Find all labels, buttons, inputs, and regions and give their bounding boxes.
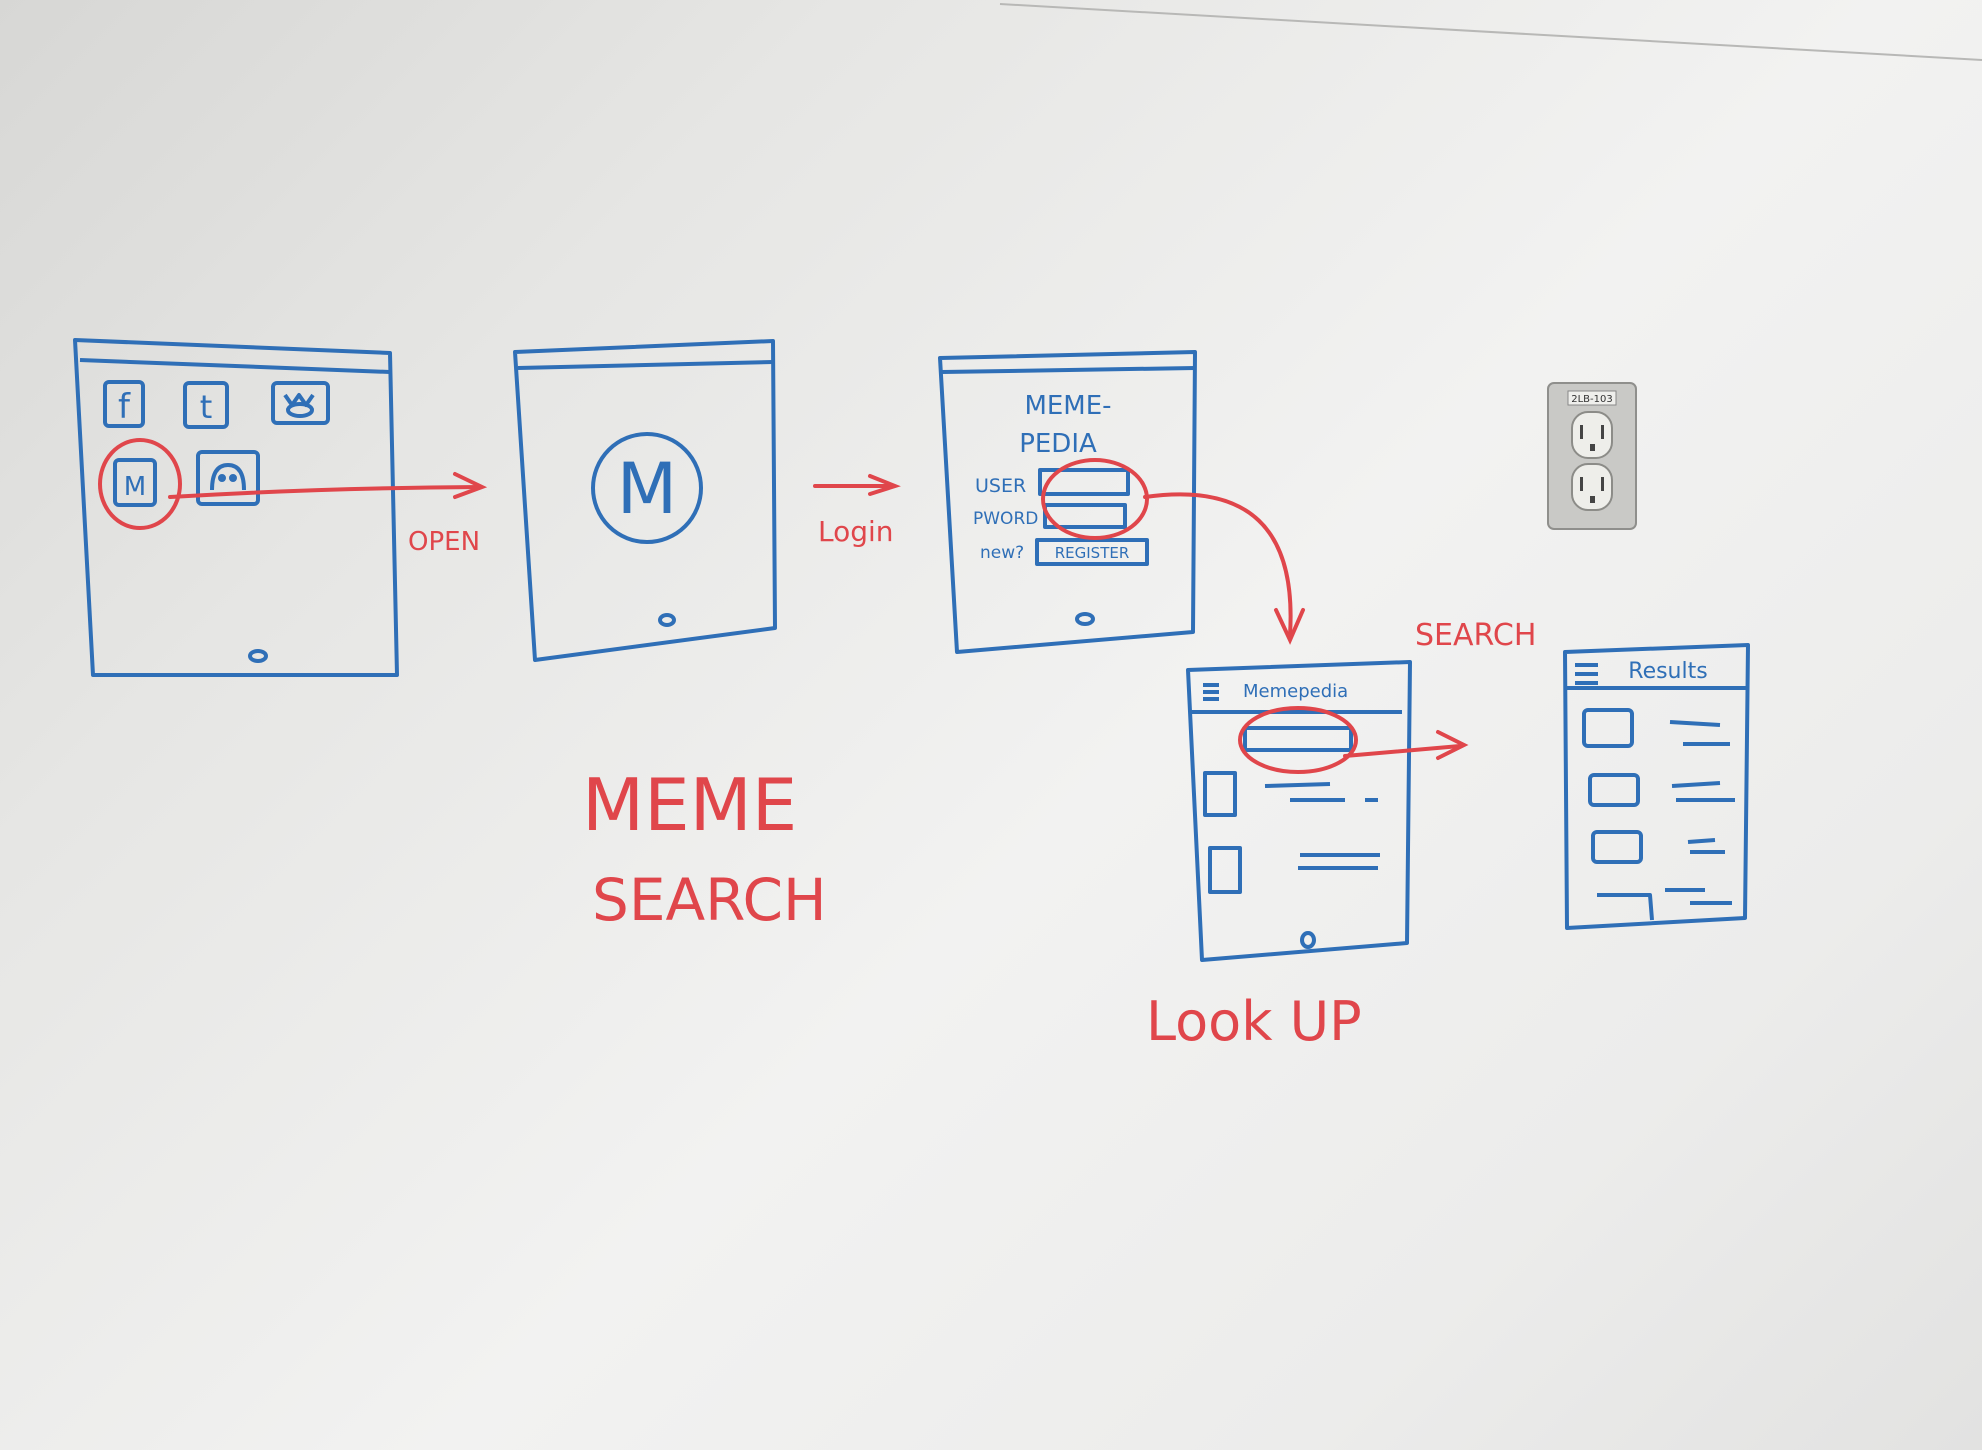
splash-logo-letter: M	[617, 448, 677, 530]
memepedia-app-icon	[113, 458, 157, 507]
login-arrow	[813, 474, 901, 496]
tumblr-app-icon	[183, 381, 229, 429]
pword-label: PWORD	[973, 509, 1038, 529]
login-title-line1: MEME-	[1024, 391, 1111, 421]
home-screen-sketch	[73, 338, 399, 677]
facebook-letter: f	[118, 387, 131, 427]
login-label: Login	[818, 515, 894, 548]
outlet-plate-label: 2LB-103	[1571, 394, 1613, 405]
look-up-label: Look UP	[1146, 990, 1362, 1053]
monster-app-icon	[271, 381, 330, 425]
user-field-sketch	[1038, 468, 1130, 496]
memepedia-letter: M	[124, 472, 146, 502]
open-label: OPEN	[408, 527, 480, 557]
wall-outlet	[1547, 382, 1637, 530]
look-up-arrow	[1041, 458, 1305, 645]
search-header-title: Memepedia	[1243, 681, 1348, 702]
register-label: REGISTER	[1055, 544, 1130, 562]
register-button-sketch	[1035, 538, 1149, 566]
facebook-app-icon	[103, 380, 145, 428]
results-menu-icon	[1575, 663, 1598, 685]
title-line1: MEME	[582, 763, 797, 847]
login-title-line2: PEDIA	[1019, 429, 1097, 459]
results-screen-sketch	[1563, 643, 1750, 930]
search-bar-sketch	[1243, 726, 1353, 752]
board-edge	[999, 3, 1982, 61]
results-header-title: Results	[1628, 659, 1707, 684]
splash-logo-circle	[591, 432, 703, 544]
user-label: USER	[975, 475, 1026, 497]
open-arrow	[98, 438, 488, 530]
splash-screen-sketch	[513, 339, 777, 662]
login-screen-sketch	[938, 350, 1197, 654]
title-line2: SEARCH	[592, 866, 827, 934]
search-arrow	[1238, 706, 1469, 774]
ghost-app-icon	[196, 450, 260, 506]
password-field-sketch	[1043, 503, 1127, 529]
new-label: new?	[980, 543, 1024, 563]
tumblr-letter: t	[200, 388, 213, 426]
search-label: SEARCH	[1415, 618, 1536, 653]
hamburger-icon	[1203, 683, 1219, 701]
search-screen-sketch	[1186, 660, 1412, 962]
